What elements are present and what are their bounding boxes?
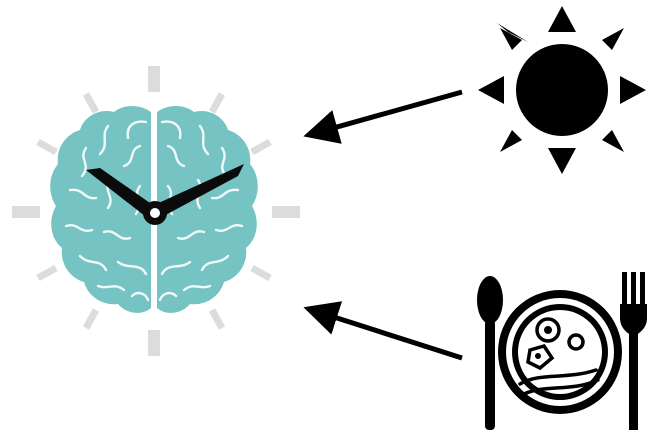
edge-sun-to-brain bbox=[312, 92, 462, 134]
plate-icon bbox=[498, 290, 622, 414]
brain-clock-icon bbox=[12, 66, 300, 356]
fork-icon bbox=[620, 272, 647, 430]
plate-fork-spoon-icon bbox=[477, 272, 647, 430]
brain-left-hemisphere bbox=[50, 106, 151, 313]
edge-meal-to-brain bbox=[312, 310, 462, 358]
sun-icon bbox=[478, 6, 646, 174]
